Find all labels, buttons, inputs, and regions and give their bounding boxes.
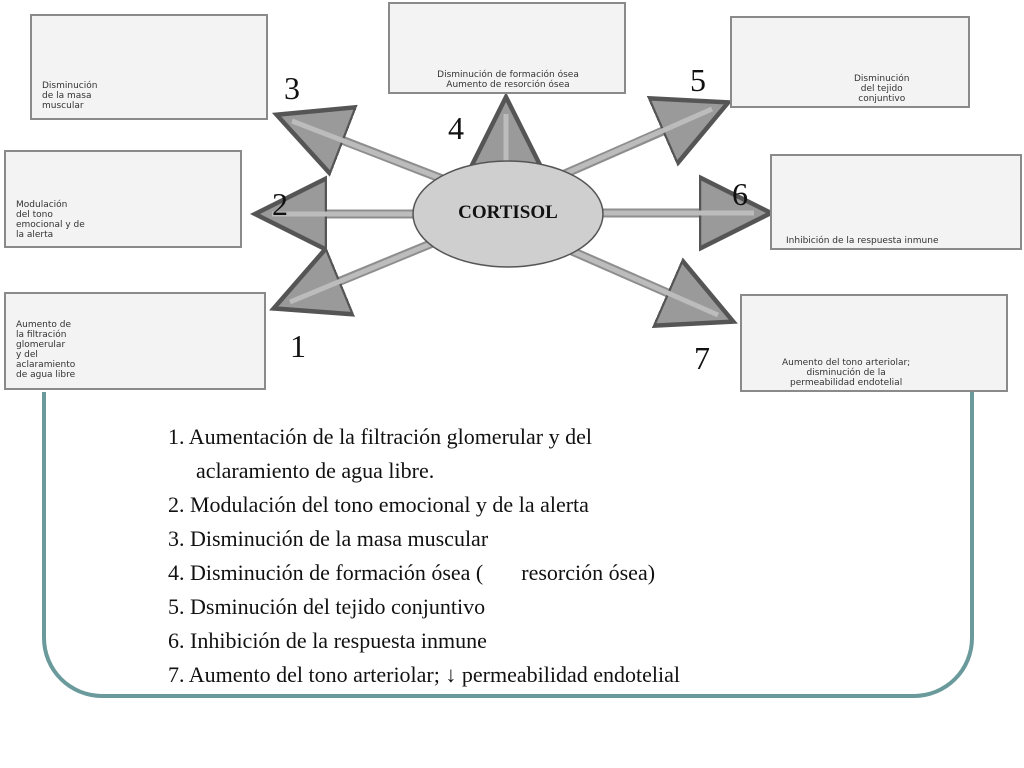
panel-muscle-caption: Disminución de la masa muscular bbox=[42, 81, 98, 111]
panel-immune: Inhibición de la respuesta inmune bbox=[770, 154, 1022, 250]
branch-number-3: 3 bbox=[284, 70, 300, 106]
list-frame bbox=[42, 392, 974, 698]
list-item-1b: aclaramiento de agua libre. bbox=[196, 458, 435, 483]
panel-kidney: Aumento de la filtración glomerular y de… bbox=[4, 292, 266, 390]
cortisol-label: CORTISOL bbox=[458, 202, 558, 223]
panel-vessel-caption: Aumento del tono arteriolar; disminución… bbox=[782, 358, 911, 388]
list-item-4b: resorción ósea) bbox=[521, 560, 656, 585]
branch-number-5: 5 bbox=[690, 62, 706, 98]
list-item-4: 4. Disminución de formación ósea ( resorc… bbox=[168, 556, 680, 590]
list-item-7: 7. Aumento del tono arteriolar; ↓ permea… bbox=[168, 662, 680, 687]
branch-number-4: 4 bbox=[448, 110, 464, 146]
panel-tissue-caption: Disminución del tejido conjuntivo bbox=[854, 74, 910, 104]
list-item-3: 3. Disminución de la masa muscular bbox=[168, 526, 489, 551]
branch-number-6: 6 bbox=[732, 176, 748, 212]
list-item-4a: 4. Disminución de formación ósea ( bbox=[168, 560, 484, 585]
effects-list: 1. Aumentación de la filtración glomerul… bbox=[168, 420, 680, 692]
panel-bone-caption: Disminución de formación ósea Aumento de… bbox=[437, 70, 579, 90]
list-item-1a: 1. Aumentación de la filtración glomerul… bbox=[168, 424, 592, 449]
branch-number-7: 7 bbox=[694, 340, 710, 376]
list-item-5: 5. Dsminución del tejido conjuntivo bbox=[168, 594, 486, 619]
panel-vessel: Aumento del tono arteriolar; disminución… bbox=[740, 294, 1008, 392]
panel-brain: Modulación del tono emocional y de la al… bbox=[4, 150, 242, 248]
cortisol-ellipse bbox=[412, 160, 604, 268]
list-item-6: 6. Inhibición de la respuesta inmune bbox=[168, 628, 487, 653]
branch-number-2: 2 bbox=[272, 186, 288, 222]
panel-brain-caption: Modulación del tono emocional y de la al… bbox=[16, 200, 85, 240]
panel-tissue: Disminución del tejido conjuntivo bbox=[730, 16, 970, 108]
list-item-2: 2. Modulación del tono emocional y de la… bbox=[168, 492, 589, 517]
panel-bone: Disminución de formación ósea Aumento de… bbox=[388, 2, 626, 94]
panel-muscle: Disminución de la masa muscular bbox=[30, 14, 268, 120]
branch-number-1: 1 bbox=[290, 328, 306, 364]
panel-immune-caption: Inhibición de la respuesta inmune bbox=[786, 236, 939, 246]
panel-kidney-caption: Aumento de la filtración glomerular y de… bbox=[16, 320, 76, 380]
